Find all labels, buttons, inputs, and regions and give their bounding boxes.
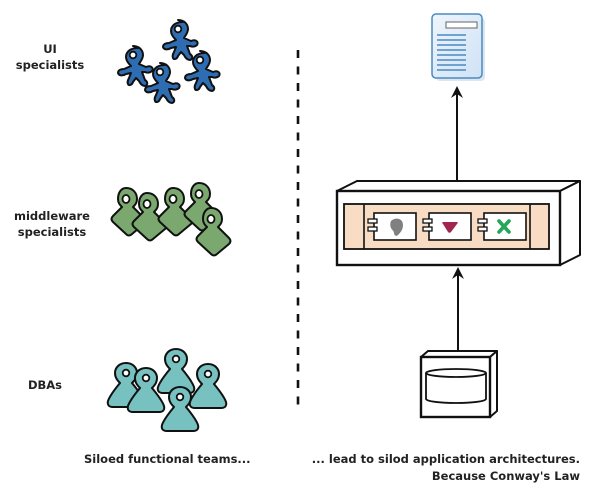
middleware-specialists-group bbox=[110, 182, 232, 257]
triangle-icon bbox=[442, 222, 458, 233]
application-server-icon bbox=[335, 180, 581, 267]
right-caption-line1: ... lead to silod application architectu… bbox=[311, 452, 580, 466]
component-3 bbox=[477, 212, 527, 241]
ui-label-line2: specialists bbox=[15, 58, 85, 72]
component-2 bbox=[422, 212, 472, 241]
middleware-label-line1: middleware bbox=[14, 209, 90, 223]
blob-icon bbox=[390, 218, 403, 236]
ui-label-line1: UI bbox=[43, 42, 57, 56]
dbas-label: DBAs bbox=[10, 377, 80, 393]
teal-person-icon bbox=[188, 363, 228, 409]
blue-person-icon bbox=[117, 45, 154, 87]
ui-specialists-group bbox=[117, 19, 221, 104]
blue-person-icon bbox=[162, 19, 199, 61]
middleware-label-line2: specialists bbox=[17, 225, 87, 239]
middleware-specialists-label: middleware specialists bbox=[4, 208, 100, 240]
document-icon bbox=[431, 13, 485, 81]
teal-person-icon bbox=[156, 348, 196, 394]
right-caption-line2: Because Conway's Law bbox=[431, 469, 580, 483]
left-caption: Siloed functional teams... bbox=[84, 452, 251, 466]
arrow-to-app-server bbox=[452, 267, 464, 350]
dbas-label-line1: DBAs bbox=[27, 378, 63, 392]
database-server-icon bbox=[419, 350, 498, 419]
component-1 bbox=[367, 212, 417, 241]
dbas-group bbox=[106, 348, 228, 432]
x-shape-icon bbox=[497, 219, 511, 234]
arrow-to-document bbox=[451, 86, 463, 181]
ui-specialists-label: UI specialists bbox=[10, 41, 90, 73]
